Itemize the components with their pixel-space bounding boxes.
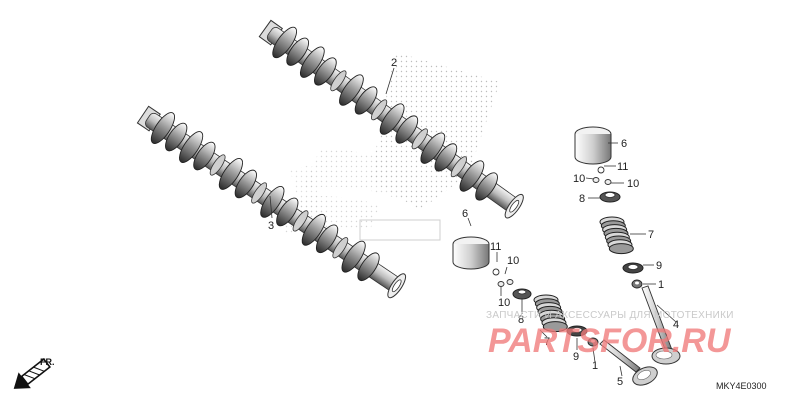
cam-lobe-upper	[272, 26, 298, 59]
camshaft-upper	[258, 19, 524, 219]
callout-10-right-b: 10	[627, 178, 639, 190]
journal	[370, 99, 388, 121]
callout-7-right: 7	[648, 229, 654, 241]
cam-lobe-upper	[354, 86, 378, 115]
cam-lobe-lower	[341, 240, 366, 273]
callout-8-left: 8	[518, 314, 524, 326]
cotter-left-b	[506, 279, 514, 285]
cam-lobe-lower	[315, 224, 339, 254]
cam-lobe-upper	[379, 103, 405, 135]
cotter-right-a	[592, 177, 600, 183]
callout-1-right: 1	[658, 279, 664, 291]
stem-seal-right	[631, 279, 643, 289]
callout-11-right: 11	[617, 161, 628, 173]
valve-intake	[599, 339, 658, 386]
watermark-tagline: ЗАПЧАСТИ И АКСЕССУАРЫ ДЛЯ МОТОТЕХНИКИ	[486, 310, 734, 321]
callout-1-left: 1	[592, 360, 598, 372]
cam-lobe-upper	[420, 132, 446, 164]
cam-lobe-lower	[357, 252, 380, 282]
arrow-icon	[13, 358, 51, 389]
cam-lobe-lower	[234, 169, 257, 199]
cam-lobe-lower	[276, 197, 299, 227]
cam-lobe-lower	[165, 122, 188, 152]
cam-lobe-lower	[260, 186, 285, 218]
journal	[209, 154, 226, 176]
callout-10-left-a: 10	[507, 255, 519, 267]
valve-exhaust	[641, 285, 681, 365]
spring-retainer-right	[599, 191, 621, 203]
cam-lobe-upper	[475, 172, 498, 201]
cam-lobe-lower	[193, 141, 216, 171]
cotter-left-a	[497, 281, 505, 287]
diagram-code: MKY4E0300	[716, 381, 767, 391]
leader-lines	[269, 67, 677, 377]
callout-10-left-b: 10	[498, 297, 510, 309]
watermark-logo: PARTSFOR.RU	[488, 322, 732, 360]
valve-train-left	[452, 236, 658, 386]
cam-lobe-upper	[339, 74, 364, 106]
site-watermark: ЗАПЧАСТИ И АКСЕССУАРЫ ДЛЯ МОТОТЕХНИКИ PA…	[486, 310, 734, 360]
journal	[251, 182, 267, 204]
callout-10-right-a: 10	[573, 173, 585, 185]
shim-left	[492, 268, 500, 276]
spring-coil	[542, 321, 568, 333]
callout-5: 5	[617, 376, 623, 388]
journal	[411, 128, 428, 150]
callout-11-left: 11	[490, 241, 501, 253]
tappet-bucket-right	[574, 126, 612, 165]
journal	[292, 210, 309, 232]
shim-right	[597, 166, 605, 174]
cam-lobe-upper	[434, 143, 458, 172]
callout-7-left: 7	[544, 336, 550, 348]
stem-seal-left	[587, 337, 599, 347]
callout-8-right: 8	[579, 193, 585, 205]
tappet-bucket-left	[452, 236, 490, 270]
callout-9-left: 9	[573, 351, 579, 363]
spring-seat-left	[566, 325, 588, 337]
callout-3: 3	[268, 220, 274, 232]
cam-lobe-lower	[218, 158, 243, 190]
spring-coil	[608, 243, 634, 255]
callout-2: 2	[391, 57, 397, 69]
cam-lobe-upper	[299, 46, 325, 78]
spring-retainer-left	[512, 288, 532, 300]
valve-spring-left	[533, 294, 568, 333]
camshaft-lower	[136, 105, 407, 299]
front-direction-indicator: FR.	[13, 357, 55, 389]
journal	[450, 156, 467, 178]
cam-lobe-lower	[179, 131, 204, 163]
cam-lobe-upper	[459, 160, 485, 192]
valve-train-right	[574, 126, 681, 365]
callout-labels: 2 3 6 11 10 10 8 7 9 1 4 6 11 10 10 8 7 …	[268, 57, 679, 388]
cam-lobe-upper	[286, 37, 310, 66]
cam-lobe-lower	[150, 112, 175, 144]
cam-lobe-lower	[301, 213, 326, 246]
direction-label: FR.	[40, 357, 55, 367]
spring-seat-right	[622, 262, 644, 274]
callout-6-left: 6	[462, 208, 468, 220]
cam-lobe-upper	[395, 115, 419, 144]
valve-spring-right	[599, 216, 634, 255]
cam-lobe-upper	[314, 57, 337, 86]
journal	[332, 237, 349, 259]
callout-9-right: 9	[656, 260, 662, 272]
cotter-right-b	[604, 179, 612, 185]
journal	[330, 70, 347, 92]
callout-4: 4	[673, 319, 679, 331]
callout-6-right: 6	[621, 138, 627, 150]
